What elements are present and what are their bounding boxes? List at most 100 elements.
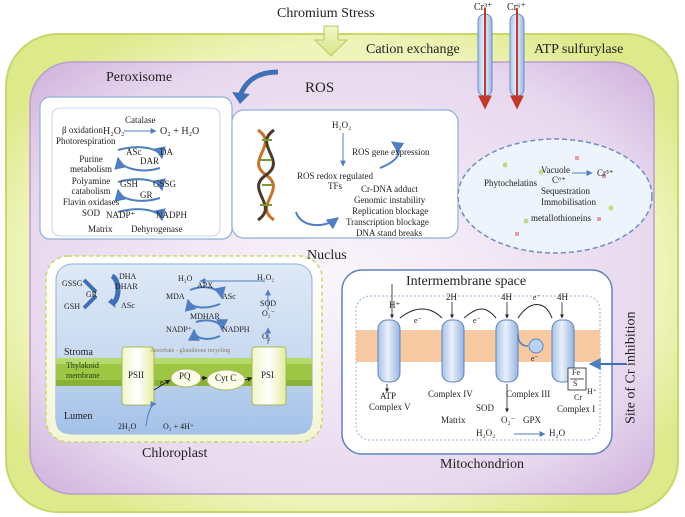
- chl-gsh: GSH: [64, 302, 81, 311]
- mito-cr: Cr: [574, 393, 582, 402]
- mito-e4: e⁻: [531, 354, 539, 363]
- chl-lumen: Lumen: [64, 411, 93, 422]
- mito-complex4: Complex IV: [428, 389, 473, 399]
- vac-vacuole: Vacuole: [541, 165, 570, 175]
- mito-s: S: [573, 379, 578, 388]
- psi-complex: [251, 346, 287, 406]
- chl-thylakoid1: Thylakoid: [66, 361, 99, 370]
- cr3-channel: [477, 8, 493, 110]
- metabolism-label: metabolism: [70, 164, 112, 174]
- cation-exchange-label: Cation exchange: [366, 42, 460, 57]
- pero-h2o2: H₂O₂: [103, 126, 125, 137]
- vac-cr3: Cr³⁺: [597, 168, 614, 178]
- mito-e3: e⁻: [533, 293, 541, 302]
- chloroplast-label: Chloroplast: [142, 446, 208, 461]
- nucleus-label: Nuclus: [307, 248, 347, 263]
- mito-atp: ATP: [380, 391, 397, 401]
- stress-label: Chromium Stress: [277, 6, 375, 21]
- mito-h2o: H₂O: [549, 428, 566, 438]
- pero-dehyrogenase: Dehyrogenase: [131, 224, 183, 234]
- chl-thylakoid2: membrane: [66, 371, 100, 380]
- chl-2h2o: 2H₂O: [118, 422, 137, 431]
- pero-matrix: Matrix: [88, 224, 113, 234]
- chl-apx: APX: [197, 281, 214, 290]
- pero-nadph: NADPH: [156, 210, 188, 220]
- mito-4h-b: 4H: [557, 292, 568, 302]
- pero-sod-label: SOD: [81, 208, 100, 218]
- mito-gpx: GPX: [523, 415, 542, 425]
- chl-pq: PQ: [179, 371, 191, 381]
- chl-o2h: O₂ + 4H⁺: [163, 422, 195, 431]
- chl-nadp: NADP⁺: [166, 325, 193, 334]
- vacuole: [457, 138, 653, 254]
- nuc-effect-3: Transcription blockage: [346, 217, 429, 227]
- flavin-label: Flavin oxidases: [62, 197, 120, 207]
- pero-dar: DAR: [140, 156, 160, 166]
- ros-curved-arrow: [237, 69, 279, 97]
- mito-matrix: Matrix: [441, 415, 466, 425]
- nuc-h2o2: H₂O₂: [332, 120, 352, 130]
- mito-o2m: O₂⁻: [501, 415, 516, 425]
- chl-sod: SOD: [260, 299, 277, 308]
- chl-gr: GR: [86, 290, 98, 299]
- mito-sod: SOD: [476, 403, 495, 413]
- chl-gssg: GSSG: [62, 279, 83, 288]
- chl-e: e⁻: [160, 378, 168, 387]
- chl-mda: MDA: [166, 292, 185, 301]
- cr6-channel: [509, 8, 525, 110]
- chl-psi: PSI: [261, 370, 275, 380]
- pero-gsh: GSH: [120, 179, 139, 189]
- chl-dha: DHA: [119, 272, 137, 281]
- pero-asc: ASc: [126, 147, 142, 157]
- polyamine-label: Polyamine: [71, 176, 111, 186]
- chl-mdhar: MDHAR: [190, 312, 220, 321]
- mito-fe: Fe: [572, 368, 580, 377]
- chl-o2m: O₂⁻: [262, 309, 275, 318]
- dna-helix-icon: [257, 128, 275, 222]
- complex-cylinders: [377, 319, 575, 383]
- chl-psii: PSII: [128, 370, 145, 380]
- mito-2h: 2H: [446, 292, 457, 302]
- chl-h2o2: H₂O₂: [257, 273, 275, 282]
- vacuole-particles: [502, 156, 614, 236]
- nuc-gene-expression: ROS gene expression: [352, 147, 430, 157]
- mitochondrion-label: Mitochondrion: [440, 457, 524, 472]
- mito-intermembrane: Intermembrane space: [406, 274, 527, 289]
- nuc-effect-1: Genomic instability: [354, 195, 426, 205]
- beta-ox-label: β oxidation: [62, 125, 103, 135]
- pero-gssg: GSSG: [153, 179, 177, 189]
- atp-sulfurylase-label: ATP sulfurylase: [534, 42, 624, 57]
- catabolism-label: catabolism: [71, 186, 111, 196]
- chl-asc2: ASc: [222, 292, 236, 301]
- mito-complex3: Complex III: [506, 389, 551, 399]
- nuc-redox2: TFs: [327, 181, 342, 191]
- catalase-label: Catalase: [125, 115, 156, 125]
- mito-e1: e⁻: [414, 316, 422, 325]
- chl-cytc: Cyt C: [215, 373, 237, 383]
- chl-nadph: NADPH: [222, 325, 250, 334]
- nuc-redox1: ROS redox regulated: [297, 171, 373, 181]
- chl-dhar: DHAR: [115, 282, 138, 291]
- photoresp-label: Photorespiration: [56, 136, 116, 146]
- chl-h2o: H₂O: [178, 274, 193, 283]
- psii-complex: [121, 346, 155, 406]
- nuc-effect-0: Cr-DNA adduct: [361, 184, 419, 194]
- vac-metallo: metallothioneins: [531, 213, 591, 223]
- nuc-effect-2: Replication blockage: [352, 206, 429, 216]
- vac-phyto: Phytochelatins: [484, 178, 537, 188]
- mito-hplus2: H⁺: [587, 387, 597, 396]
- stress-arrow: [313, 25, 349, 57]
- chl-cycling: Ascorbate - glutathione recycling: [150, 348, 231, 354]
- vac-immobilisation: Immobilisation: [541, 197, 596, 207]
- pero-nadp: NADP⁺: [106, 210, 136, 220]
- peroxisome-label: Peroxisome: [106, 70, 173, 85]
- mito-complex1: Complex I: [557, 404, 596, 414]
- mito-hplus: H⁺: [389, 300, 401, 310]
- chl-o2: O₂: [262, 332, 271, 341]
- chloroplast-lumen: [56, 374, 312, 434]
- cr6-label: Cr⁶⁺: [507, 2, 526, 13]
- mito-4h-a: 4H: [501, 292, 512, 302]
- chl-asc1: ASc: [121, 301, 135, 310]
- purine-label: Purine: [79, 154, 103, 164]
